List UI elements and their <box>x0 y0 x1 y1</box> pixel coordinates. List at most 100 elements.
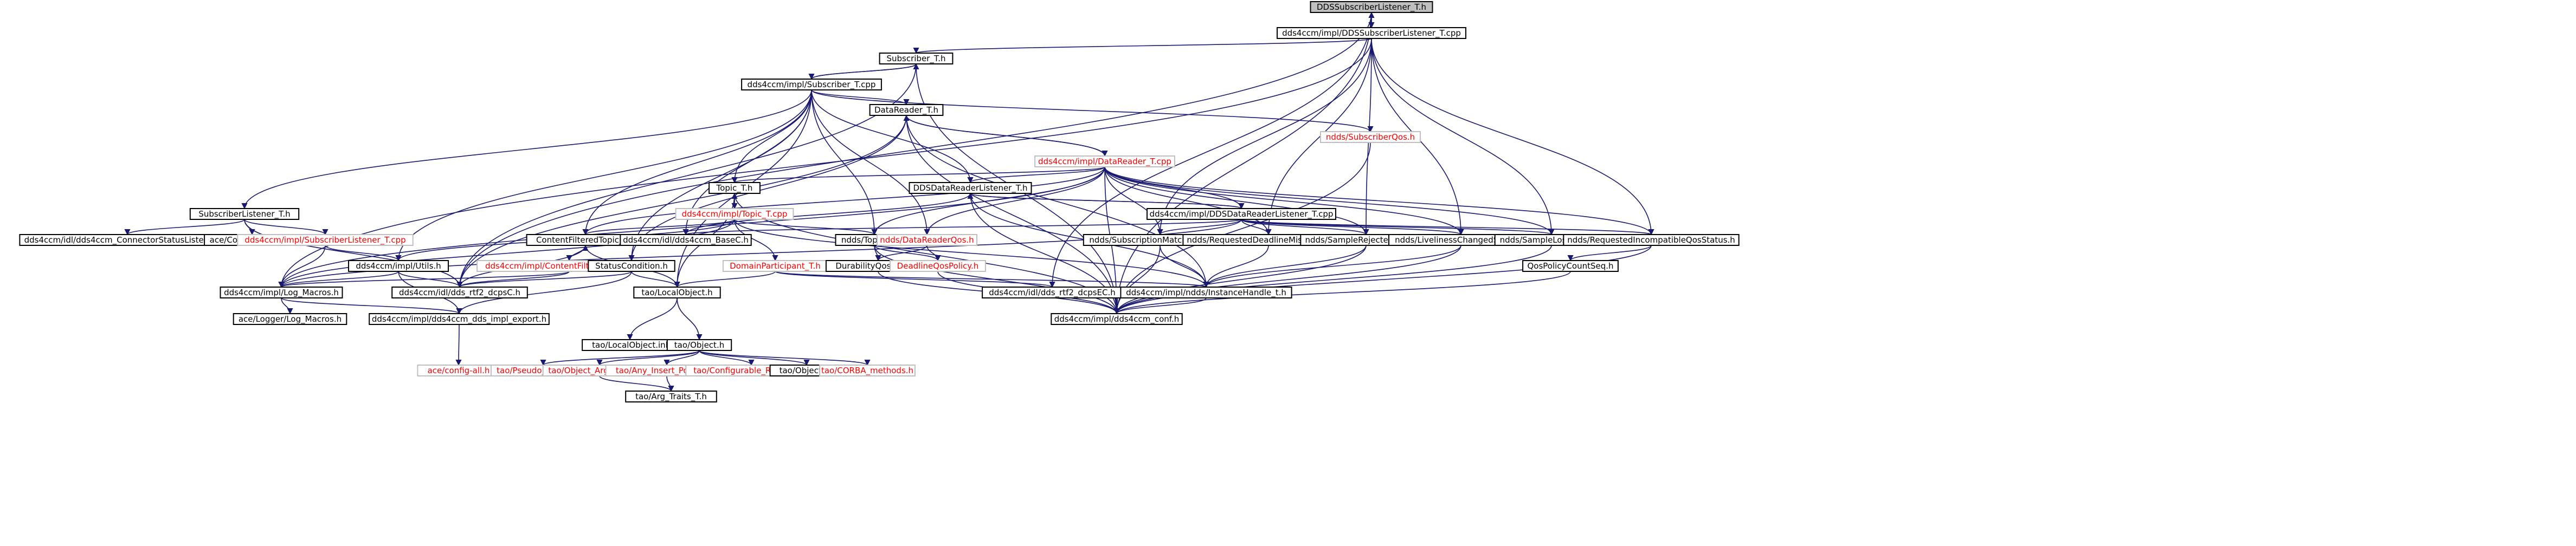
edge-subscriber_cpp-to-cft_h <box>582 89 812 236</box>
edge-datareader_cpp-to-ndds_drqos <box>924 166 1105 236</box>
node-box <box>369 313 550 325</box>
node-label: ace/Logger/Log_Macros.h <box>239 314 342 324</box>
edge-subscriber_cpp-to-ddsdrl_h <box>811 89 974 184</box>
edge-ndds_rdm-to-ndds_inst <box>1203 245 1269 288</box>
edge-subscriber_h-to-ddsrtps <box>456 63 917 288</box>
edge-tao_object-to-tao_objarg <box>596 350 700 366</box>
edge-datareader_cpp-to-ddsdrl_h <box>967 166 1105 184</box>
node-topic-cpp[interactable]: dds4ccm/impl/Topic_T.cpp <box>675 208 794 220</box>
node-sublist-h[interactable]: SubscriberListener_T.h <box>189 208 300 220</box>
node-domainpart[interactable]: DomainParticipant_T.h <box>722 260 828 272</box>
edge-ndds_srs-to-conf <box>1113 245 1367 315</box>
node-logmacros[interactable]: dds4ccm/impl/Log_Macros.h <box>220 287 343 298</box>
node-tao-argtraits[interactable]: tao/Arg_Traits_T.h <box>625 391 717 402</box>
node-label: tao/Arg_Traits_T.h <box>635 392 707 402</box>
edge-datareader_cpp-to-ndds_sls <box>1104 166 1555 236</box>
node-cft-h[interactable]: ContentFilteredTopic_T.h <box>526 234 645 246</box>
node-label: DDSSubscriberListener_T.h <box>1317 2 1426 12</box>
edge-datareader_h-to-ddsrtps <box>456 115 907 288</box>
node-ddsdrl-h[interactable]: DDSDataReaderListener_T.h <box>909 182 1032 194</box>
node-label: dds4ccm/impl/DataReader_T.cpp <box>1038 157 1171 167</box>
edge-tao_object-to-tao_pseudo <box>540 350 700 366</box>
edge-statuscond-to-tao_local <box>631 271 680 288</box>
node-statuscond[interactable]: StatusCondition.h <box>588 260 675 272</box>
node-label: dds4ccm/impl/dds4ccm_conf.h <box>1054 314 1180 324</box>
edge-datareader_cpp-to-datareader_h <box>903 114 1105 157</box>
node-label: dds4ccm/impl/Utils.h <box>356 261 441 271</box>
edge-ndds_drqos-to-deadline <box>926 245 941 262</box>
node-basec[interactable]: dds4ccm/idl/dds4ccm_BaseC.h <box>620 234 752 246</box>
node-datareader-h[interactable]: DataReader_T.h <box>869 104 944 116</box>
node-label: dds4ccm/idl/dds_rtf2_dcpsEC.h <box>989 288 1116 298</box>
node-deadline[interactable]: DeadlineQosPolicy.h <box>890 260 986 272</box>
node-label: dds4ccm/idl/dds_rtf2_dcpsC.h <box>399 288 520 298</box>
node-box <box>625 391 717 402</box>
node-label: dds4ccm/idl/dds4ccm_BaseC.h <box>623 235 749 245</box>
edge-subscriber_cpp-to-datareader_h <box>811 89 910 106</box>
node-label: dds4ccm/impl/dds4ccm_dds_impl_export.h <box>372 314 546 324</box>
edge-ddsdrl_cpp-to-ddsdrl_h <box>967 192 1242 209</box>
node-ddsrtps-e[interactable]: dds4ccm/idl/dds_rtf2_dcpsEC.h <box>982 287 1123 298</box>
node-ddsrtps[interactable]: dds4ccm/idl/dds_rtf2_dcpsC.h <box>391 287 528 298</box>
node-label: tao/LocalObject.inl <box>592 340 668 350</box>
edge-ddsdrl_cpp-to-ndds_submatch <box>1157 219 1242 236</box>
node-tao-local[interactable]: tao/LocalObject.h <box>633 287 721 298</box>
edge-datareader_cpp-to-ndds_lcs <box>1104 166 1464 236</box>
node-connstat[interactable]: dds4ccm/idl/dds4ccm_ConnectorStatusListe… <box>19 234 236 246</box>
node-box <box>890 260 986 272</box>
node-ndds-riqs[interactable]: ndds/RequestedIncompatibleQosStatus.h <box>1563 234 1740 246</box>
edge-topic_cpp-to-ndds_inst <box>734 219 1209 288</box>
node-box <box>348 260 449 272</box>
edge-ddssubl_cpp-to-logmacros <box>278 38 1372 288</box>
edge-datareader_cpp-to-topic_h <box>731 166 1105 184</box>
node-ddsdrl-cpp[interactable]: dds4ccm/impl/DDSDataReaderListener_T.cpp <box>1147 208 1336 220</box>
node-qoscount[interactable]: QosPolicyCountSeq.h <box>1522 260 1619 272</box>
node-topic-h[interactable]: Topic_T.h <box>709 182 761 194</box>
node-sublist-cpp[interactable]: dds4ccm/impl/SubscriberListener_T.cpp <box>237 234 414 246</box>
edge-sublist_h-to-connstat <box>124 219 245 236</box>
edge-subscriber_cpp-to-ndds_subqos <box>811 89 1374 133</box>
node-label: StatusCondition.h <box>595 261 668 271</box>
node-label: dds4ccm/impl/ndds/InstanceHandle_t.h <box>1126 288 1286 298</box>
edge-impl_utils-to-logmacros <box>278 271 399 288</box>
node-box <box>1034 155 1175 167</box>
edge-ddsdrl_h-to-basec <box>682 193 971 236</box>
node-ddssubl-cpp[interactable]: dds4ccm/impl/DDSSubscriberListener_T.cpp <box>1277 27 1466 39</box>
node-box <box>233 313 347 325</box>
edge-ndds_lcs-to-ndds_inst <box>1203 245 1461 288</box>
node-impl-utils[interactable]: dds4ccm/impl/Utils.h <box>348 260 449 272</box>
node-tao-localinl[interactable]: tao/LocalObject.inl <box>582 339 678 351</box>
node-box <box>620 234 752 246</box>
node-label: dds4ccm/impl/DDSDataReaderListener_T.cpp <box>1150 209 1334 219</box>
edge-datareader_h-to-statuscond <box>628 115 907 262</box>
edge-tao_local-to-tao_object <box>677 297 703 341</box>
node-label: dds4ccm/impl/Log_Macros.h <box>224 288 339 298</box>
node-conf[interactable]: dds4ccm/impl/dds4ccm_conf.h <box>1051 313 1183 325</box>
node-datareader-cpp[interactable]: dds4ccm/impl/DataReader_T.cpp <box>1034 155 1175 167</box>
edge-ddsdrl_cpp-to-ndds_srs <box>1241 219 1369 236</box>
edge-ndds_srs-to-ndds_inst <box>1203 245 1367 288</box>
node-export[interactable]: dds4ccm/impl/dds4ccm_dds_impl_export.h <box>369 313 550 325</box>
node-ace-config[interactable]: ace/config-all.h <box>417 365 500 376</box>
node-label: ndds/LivelinessChangedStatus.h <box>1395 235 1527 245</box>
node-tao-object[interactable]: tao/Object.h <box>666 339 732 351</box>
node-ndds-drqos[interactable]: ndds/DataReaderQos.h <box>877 234 977 246</box>
node-root: DDSSubscriberListener_T.h <box>1310 1 1433 13</box>
node-box <box>666 339 732 351</box>
node-subscriber-cpp[interactable]: dds4ccm/impl/Subscriber_T.cpp <box>741 79 882 90</box>
node-box <box>1320 131 1421 143</box>
edge-topic_cpp-to-cft_h <box>582 219 735 236</box>
node-box <box>588 260 675 272</box>
node-box <box>391 287 528 298</box>
edge-domainpart-to-ndds_inst <box>775 271 1209 288</box>
node-ace-logmacros[interactable]: ace/Logger/Log_Macros.h <box>233 313 347 325</box>
edge-tao_object-to-tao_anyins <box>664 350 700 366</box>
node-subscriber-h[interactable]: Subscriber_T.h <box>879 53 954 64</box>
node-tao-corba[interactable]: tao/CORBA_methods.h <box>819 365 916 376</box>
node-ndds-subqos[interactable]: ndds/SubscriberQos.h <box>1320 131 1421 143</box>
edge-datareader_cpp-to-ndds_srs <box>1104 166 1369 236</box>
node-box <box>869 104 944 116</box>
edge-cft_cpp-to-ddsrtps <box>456 271 570 288</box>
node-ndds-inst[interactable]: dds4ccm/impl/ndds/InstanceHandle_t.h <box>1120 287 1292 298</box>
edge-subscriber_cpp-to-impl_utils <box>395 89 812 262</box>
